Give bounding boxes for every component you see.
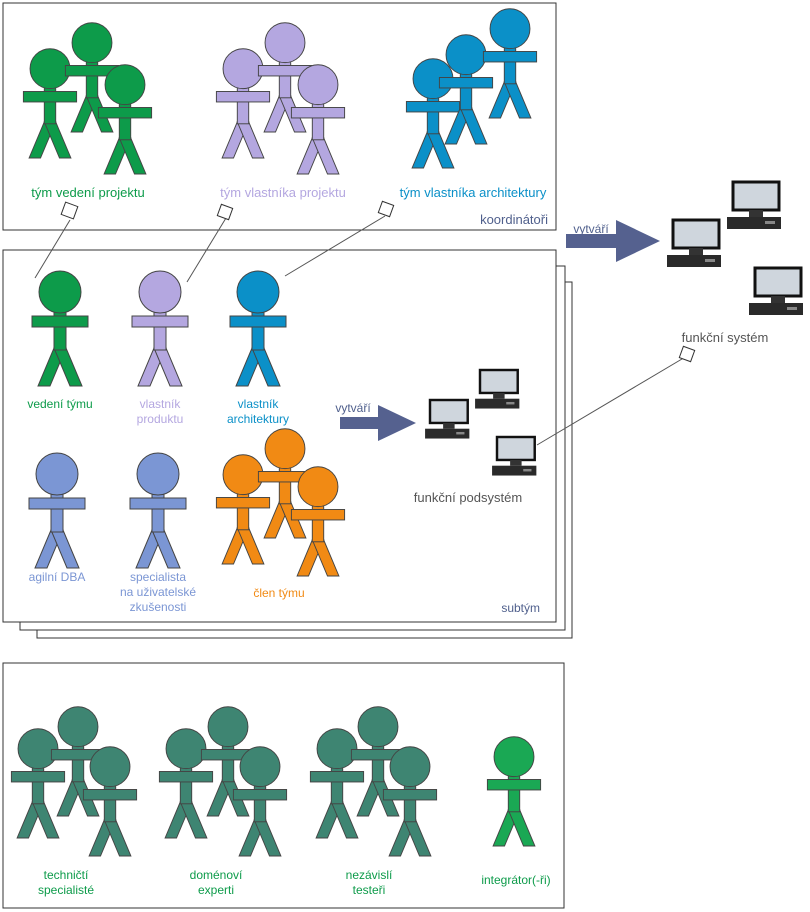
arrow-system-creates xyxy=(566,220,660,262)
system-computers xyxy=(665,180,805,317)
connector-lines xyxy=(34,215,688,446)
computer-icon xyxy=(747,266,805,317)
label-project-owner-team: tým vlastníka projektu xyxy=(220,185,346,200)
label-subteam: subtým xyxy=(501,601,540,615)
connector-markers xyxy=(60,200,696,363)
label-functional-subsystem: funkční podsystém xyxy=(414,490,522,505)
label-subteam-creates: vytváří xyxy=(335,401,371,415)
arrow-subteam-creates xyxy=(340,405,416,441)
computer-icon xyxy=(490,435,538,477)
label-system-creates: vytváří xyxy=(573,222,609,236)
label-agile-dba: agilní DBA xyxy=(29,570,86,584)
label-architecture-owner-team: tým vlastníka architektury xyxy=(400,185,547,200)
label-functional-system: funkční systém xyxy=(682,330,769,345)
label-team-member: člen týmu xyxy=(253,586,304,600)
computer-icon xyxy=(725,180,783,231)
label-coordinators: koordinátoři xyxy=(480,212,548,227)
label-project-lead-team: tým vedení projektu xyxy=(31,185,144,200)
support-box xyxy=(2,662,565,909)
label-integrators: integrátor(-ři) xyxy=(481,873,550,887)
computer-icon xyxy=(423,398,471,440)
label-team-lead: vedení týmu xyxy=(27,397,92,411)
computer-icon xyxy=(665,218,723,269)
computer-icon xyxy=(473,368,521,410)
